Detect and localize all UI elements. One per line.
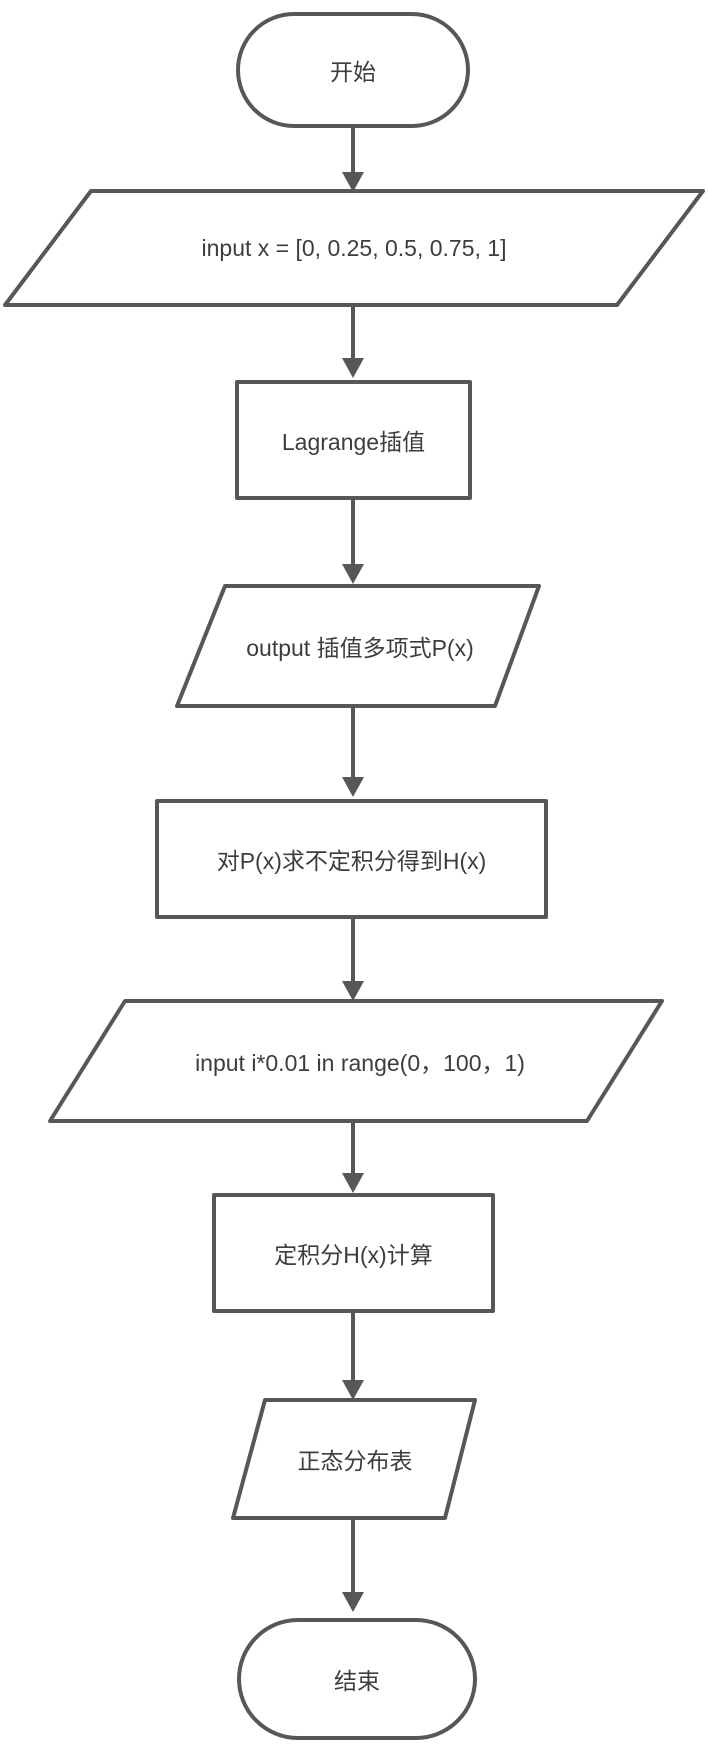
node-output-poly-label: output 插值多项式P(x)	[246, 635, 474, 661]
edge-line	[351, 1518, 355, 1592]
node-input-range[interactable]: input i*0.01 in range(0，100，1)	[40, 997, 680, 1125]
node-lagrange[interactable]: Lagrange插值	[235, 380, 472, 500]
edge-arrowhead	[342, 358, 364, 378]
edge-arrowhead	[342, 564, 364, 584]
parallelogram-shape	[175, 584, 541, 708]
node-end-label: 结束	[334, 1668, 380, 1694]
node-lagrange-label: Lagrange插值	[281, 429, 426, 455]
node-definite-integral-label: 定积分H(x)计算	[274, 1242, 433, 1268]
node-definite-integral[interactable]: 定积分H(x)计算	[212, 1193, 495, 1313]
node-start-label: 开始	[330, 59, 376, 85]
edge-line	[351, 1313, 355, 1380]
node-output-poly[interactable]: output 插值多项式P(x)	[170, 582, 550, 710]
edge-arrowhead	[342, 981, 364, 1001]
node-input-range-label: input i*0.01 in range(0，100，1)	[195, 1050, 525, 1076]
parallelogram-shape	[231, 1398, 477, 1520]
edge-line	[351, 919, 355, 981]
node-start[interactable]: 开始	[236, 12, 470, 128]
edge-line	[351, 500, 355, 564]
node-input-x[interactable]: input x = [0, 0.25, 0.5, 0.75, 1]	[0, 187, 708, 309]
node-input-x-label: input x = [0, 0.25, 0.5, 0.75, 1]	[201, 234, 507, 261]
edge-arrowhead	[342, 1173, 364, 1193]
edge-line	[351, 128, 355, 172]
node-end[interactable]: 结束	[237, 1618, 477, 1740]
edge-arrowhead	[342, 1380, 364, 1400]
node-indefinite-integral[interactable]: 对P(x)求不定积分得到H(x)	[155, 799, 548, 919]
edge-line	[351, 706, 355, 777]
edge-arrowhead	[342, 777, 364, 797]
node-normal-table-label: 正态分布表	[297, 1448, 413, 1474]
parallelogram-shape	[3, 189, 705, 307]
edge-arrowhead	[342, 172, 364, 192]
parallelogram-shape	[48, 999, 664, 1123]
edge-line	[351, 305, 355, 358]
node-normal-table[interactable]: 正态分布表	[225, 1396, 485, 1522]
edge-line	[351, 1121, 355, 1173]
node-indefinite-integral-label: 对P(x)求不定积分得到H(x)	[216, 848, 487, 874]
edge-arrowhead	[342, 1592, 364, 1612]
